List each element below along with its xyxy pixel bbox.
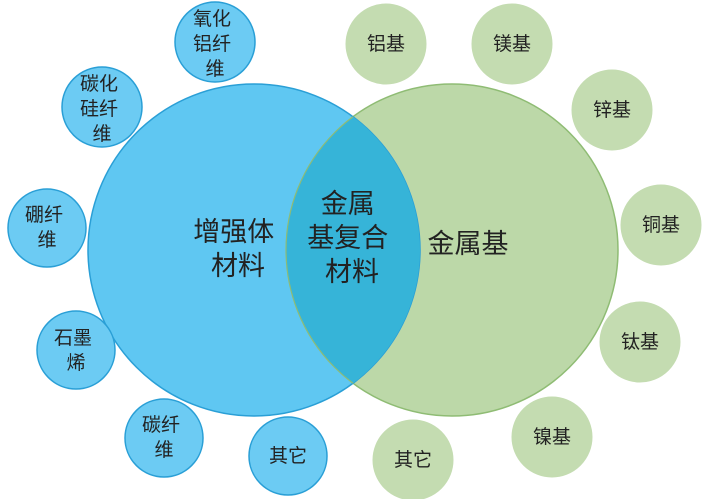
- reinforcement-bubble-circle: [124, 398, 204, 478]
- reinforcement-bubble-circle: [61, 66, 143, 148]
- bubble-label: 铝纤: [193, 33, 231, 55]
- metal-matrix-label: 金属基: [428, 229, 509, 260]
- bubble-label: 维: [92, 123, 111, 145]
- matrix-type-bubble: 其它: [372, 419, 454, 499]
- bubble-label: 碳纤 维: [142, 414, 186, 461]
- bubble-label: 镁基: [493, 33, 531, 55]
- metal-matrix-label-line: 金属基: [428, 229, 509, 260]
- matrix-bubble-circle: [571, 69, 653, 151]
- bubble-label: 镍基: [533, 426, 571, 448]
- matrix-type-bubble: 铜基: [620, 184, 702, 266]
- bubble-label: 铝基: [367, 33, 405, 55]
- reinforcement-type-bubble: 碳化 硅纤 维: [61, 66, 143, 148]
- matrix-type-bubble: 铝基: [345, 3, 427, 85]
- bubble-label: 石墨: [54, 327, 92, 349]
- bubble-label: 维: [205, 58, 224, 80]
- bubble-label: 铜基: [642, 214, 680, 236]
- bubble-label: 碳化 硅纤 维: [80, 73, 124, 145]
- matrix-bubble-circle: [599, 301, 681, 383]
- bubble-label: 其它: [394, 449, 432, 471]
- matrix-type-bubble: 钛基: [599, 301, 681, 383]
- bubble-label: 钛基: [621, 331, 659, 353]
- reinforcement-type-bubble: 其它: [248, 416, 328, 496]
- reinforcement-label-line: 材料: [211, 251, 265, 282]
- bubble-label: 烯: [66, 352, 85, 374]
- reinforcement-type-bubble: 碳纤 维: [124, 398, 204, 478]
- bubble-label: 维: [37, 229, 56, 251]
- matrix-bubble-circle: [345, 3, 427, 85]
- metal-matrix-outline: [285, 84, 420, 416]
- bubble-label: 钛基: [621, 331, 659, 353]
- reinforcement-bubble-circle: [174, 1, 256, 83]
- matrix-bubble-circle: [511, 396, 593, 478]
- metal-matrix-types: 铝基 镁基 锌基 铜基 钛基 镍基: [345, 3, 702, 499]
- composite-label-line: 基复合: [307, 223, 388, 254]
- bubble-label: 其它: [394, 449, 432, 471]
- bubble-label: 碳纤: [142, 414, 180, 436]
- reinforcement-types: 氧化 铝纤 维 碳化 硅纤 维 硼纤 维: [7, 1, 328, 496]
- bubble-label: 硅纤: [80, 98, 118, 120]
- composite-label-line: 材料: [325, 257, 379, 288]
- composite-overlap-region: [286, 84, 420, 416]
- reinforcement-bubble-circle: [36, 310, 116, 390]
- matrix-bubble-circle: [372, 419, 454, 499]
- matrix-type-bubble: 镁基: [471, 3, 553, 85]
- bubble-label: 镁基: [493, 33, 531, 55]
- matrix-type-bubble: 镍基: [511, 396, 593, 478]
- bubble-label: 其它: [269, 445, 307, 467]
- bubble-label: 锌基: [593, 99, 631, 121]
- reinforcement-label: 增强体 材料: [193, 217, 283, 282]
- bubble-label: 碳化: [80, 73, 118, 95]
- matrix-type-bubble: 锌基: [571, 69, 653, 151]
- composite-label-line: 金属: [321, 189, 375, 220]
- bubble-label: 硼纤: [25, 204, 63, 226]
- reinforcement-bubble-circle: [7, 188, 87, 268]
- bubble-label: 铜基: [642, 214, 680, 236]
- bubble-label: 其它: [269, 445, 307, 467]
- bubble-label: 石墨 烯: [54, 327, 98, 374]
- bubble-label: 氧化 铝纤 维: [193, 8, 237, 80]
- bubble-label: 铝基: [367, 33, 405, 55]
- reinforcement-type-bubble: 氧化 铝纤 维: [174, 1, 256, 83]
- composite-label: 金属 基复合 材料: [307, 189, 397, 288]
- reinforcement-label-line: 增强体: [193, 217, 274, 248]
- reinforcement-bubble-circle: [248, 416, 328, 496]
- bubble-label: 氧化: [193, 8, 231, 30]
- reinforcement-type-bubble: 硼纤 维: [7, 188, 87, 268]
- matrix-bubble-circle: [620, 184, 702, 266]
- bubble-label: 锌基: [593, 99, 631, 121]
- bubble-label: 维: [154, 439, 173, 461]
- bubble-label: 镍基: [533, 426, 571, 448]
- reinforcement-type-bubble: 石墨 烯: [36, 310, 116, 390]
- matrix-bubble-circle: [471, 3, 553, 85]
- bubble-label: 硼纤 维: [25, 204, 69, 251]
